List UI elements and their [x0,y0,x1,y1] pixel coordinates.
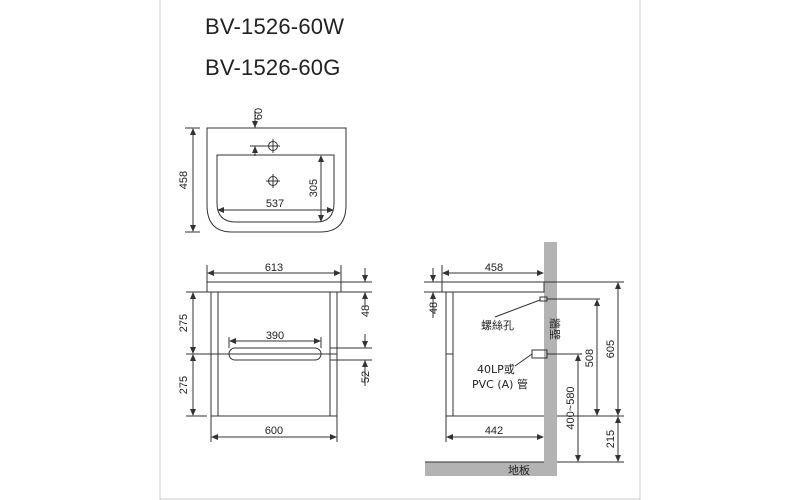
basin-top-view: 60 458 537 305 [178,108,347,233]
dim-cabinet-width: 600 [265,425,283,437]
model-title-g: BV-1526-60G [205,55,341,80]
dim-faucet-offset: 60 [253,108,265,120]
dim-hole-height: 508 [584,349,596,367]
dim-bowl-width: 537 [266,198,284,210]
side-view: 螺絲孔 牆壁 40LP或 PVC (A) 管 458 48 442 400~58… [424,242,624,477]
front-top-slab [206,281,342,293]
dim-basin-depth: 458 [178,171,190,189]
screw-hole-label: 螺絲孔 [481,318,514,332]
dim-handle-width: 390 [266,330,284,342]
floor-section [425,462,557,476]
dim-handle-height: 52 [360,371,372,383]
model-title-w: BV-1526-60W [205,14,345,39]
basin-bowl [216,154,335,223]
drain-label-line2: PVC (A) 管 [472,377,528,391]
dim-top-thickness: 48 [360,305,372,317]
basin-outline [206,127,347,233]
dim-upper-height: 275 [178,314,190,332]
dim-cabinet-depth: 442 [485,425,503,437]
dim-top-width: 613 [265,262,283,274]
dim-side-top-thickness: 48 [428,302,440,314]
wall-label: 牆壁 [548,318,562,340]
front-handle [228,347,322,361]
drain-label-line1: 40LP或 [477,363,515,376]
dim-bowl-depth: 305 [308,179,320,197]
floor-label: 地板 [508,463,530,477]
side-top-slab [441,281,545,293]
dim-floor-gap: 215 [605,430,617,448]
faucet-hole-icon [266,139,280,153]
dim-lower-height: 275 [178,376,190,394]
dim-total-height: 605 [605,340,617,358]
front-view: 613 275 275 390 600 48 [178,262,372,442]
wall-section [544,242,557,462]
dim-side-top-depth: 458 [485,262,503,274]
dim-drain-height: 400~580 [565,386,577,429]
drain-hole-icon [266,174,280,188]
